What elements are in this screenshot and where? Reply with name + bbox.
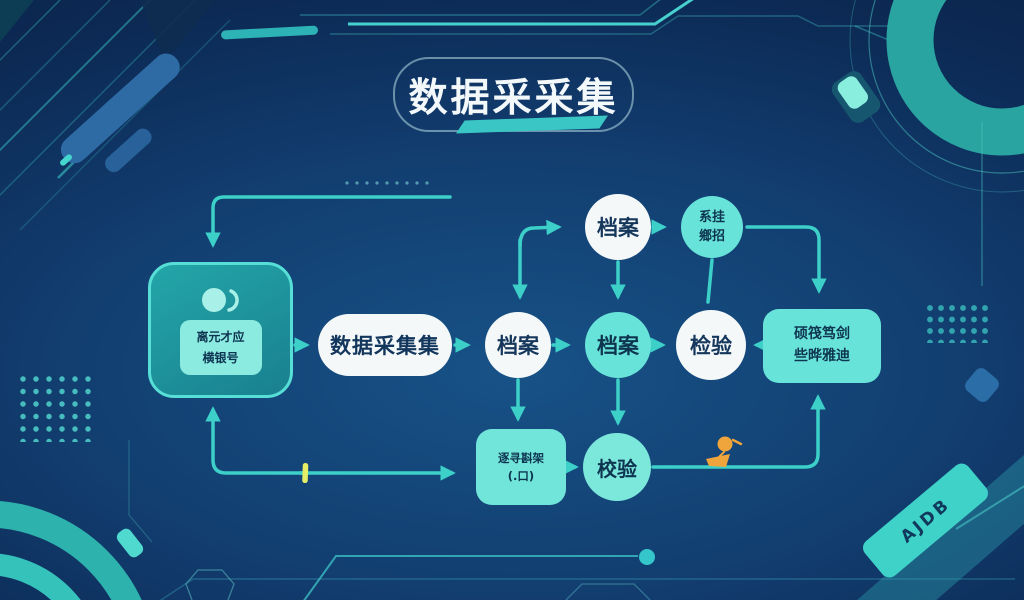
- ring-decoration-top-right: [849, 0, 1024, 286]
- node-result-box: 硕筏笃剑 些晔雅迪: [763, 309, 881, 383]
- node-archive-top: 档案: [585, 194, 651, 260]
- dot-grid-right: [927, 305, 993, 343]
- stripe-decoration-bottom-right: [837, 433, 1024, 600]
- hexagon-outlines-bottom: [185, 569, 651, 600]
- node-connect-box: 逐寻斟架 (.口): [476, 429, 566, 505]
- corner-polygon-navy: [140, 0, 215, 62]
- node-verify: 校验: [583, 433, 651, 501]
- circuit-lines-top: [300, 0, 909, 49]
- node-link-top: 系挂 鄉招: [681, 196, 743, 258]
- corner-polygon-dark-teal: [0, 0, 34, 42]
- teal-bar-top: [221, 25, 318, 40]
- flow-arrows: [205, 195, 827, 481]
- node-source-label: 离元才应 横银号: [179, 320, 262, 375]
- node-inspect: 检验: [676, 310, 746, 380]
- camera-blob-icon: [201, 288, 239, 313]
- node-archive-mid-teal: 档案: [585, 312, 651, 378]
- gem-icon-bottom-left: [116, 528, 144, 558]
- gem-icon-top-right: [831, 71, 881, 123]
- dot-grid-left: [20, 376, 98, 442]
- yellow-tick-marker: [302, 463, 309, 484]
- node-source: 离元才应 横银号: [148, 262, 293, 398]
- diamond-decoration-right: [965, 368, 999, 402]
- dot-row: [345, 181, 429, 185]
- pen-bar-decoration: [60, 53, 180, 173]
- arc-decoration-bottom-left: [0, 501, 142, 600]
- page-title-text: 数据采采集: [408, 75, 619, 121]
- circuit-lines-bottom: [159, 549, 1015, 600]
- node-archive-mid-white: 档案: [485, 312, 551, 378]
- node-collect-pill: 数据采集集: [318, 314, 452, 376]
- circuit-line-left: [128, 440, 153, 543]
- person-highlight-icon: [706, 436, 743, 467]
